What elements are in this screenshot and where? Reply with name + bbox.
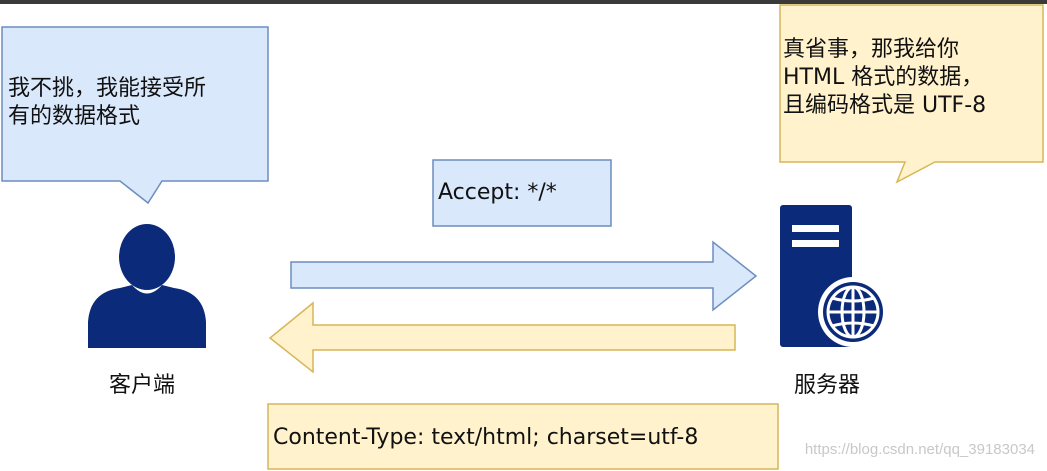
request-arrow	[290, 240, 758, 312]
server-speech-bubble	[779, 4, 1044, 184]
client-speech-text: 我不挑，我能接受所 有的数据格式	[8, 76, 207, 129]
accept-header-box	[432, 159, 612, 227]
server-globe-icon	[780, 205, 888, 347]
accept-header-text: Accept: */*	[438, 180, 557, 205]
top-border	[0, 0, 1047, 4]
response-arrow	[268, 301, 736, 374]
server-speech-text: 真省事，那我给你 HTML 格式的数据， 且编码格式是 UTF-8	[783, 37, 987, 118]
content-type-box	[267, 403, 779, 470]
client-label: 客户端	[109, 373, 176, 398]
content-type-text: Content-Type: text/html; charset=utf-8	[273, 425, 699, 450]
watermark: https://blog.csdn.net/qq_39183034	[804, 441, 1035, 458]
user-icon	[88, 224, 206, 348]
server-label: 服务器	[794, 373, 861, 398]
client-speech-bubble	[1, 26, 269, 205]
